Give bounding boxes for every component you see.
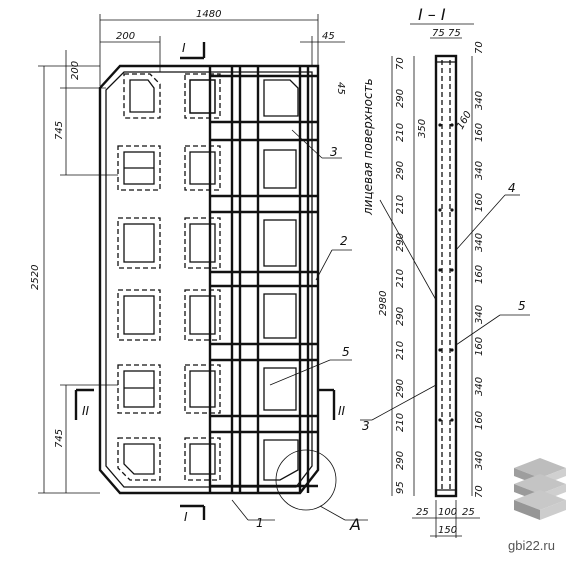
dim-right-12: 70	[474, 485, 485, 498]
panel-plan: A 3 2 5 1 I I II II 1480 200	[30, 9, 368, 534]
dim-left-10: 210	[395, 413, 406, 432]
callout-1: 1	[256, 516, 264, 530]
dim-left-5: 290	[395, 233, 406, 252]
callout-3-plan: 3	[330, 145, 338, 159]
dim-left-0: 70	[395, 57, 406, 70]
callout-4: 4	[508, 181, 516, 195]
dim-bottom-100: 100	[438, 507, 457, 518]
section-mark-top: I	[182, 41, 186, 55]
dim-left-6: 210	[395, 269, 406, 288]
section-outline	[434, 54, 458, 498]
section-view: I – I 2980 70 290 210 290 210 290	[360, 5, 530, 538]
dim-right-5: 340	[474, 233, 485, 252]
dim-overall-height: 2520	[30, 265, 41, 290]
dim-right-3: 340	[474, 161, 485, 180]
dim-overall-width: 1480	[196, 9, 221, 20]
section-mark-left: II	[82, 404, 90, 418]
dim-right-0: 70	[474, 41, 485, 54]
dim-right-6: 160	[474, 265, 485, 284]
dim-left-745-top: 745	[54, 121, 65, 140]
section-rebar	[438, 123, 454, 422]
dim-top-45: 45	[322, 31, 335, 42]
dim-left-1: 290	[395, 89, 406, 108]
dim-bottom-150: 150	[438, 525, 457, 536]
dim-inner-160: 160	[455, 109, 474, 131]
dim-left-12: 95	[395, 481, 406, 494]
dim-left-11: 290	[395, 451, 406, 470]
dim-top-75-a: 75	[432, 28, 445, 39]
callout-2: 2	[340, 234, 348, 248]
dim-left-4: 210	[395, 195, 406, 214]
dim-right-2: 160	[474, 123, 485, 142]
section-mark-right: II	[338, 404, 346, 418]
dim-inner-350: 350	[417, 119, 428, 138]
dim-top-75-b: 75	[448, 28, 461, 39]
surface-label: лицевая поверхность	[361, 78, 375, 216]
callout-3-section: 3	[362, 419, 370, 433]
callout-5-plan: 5	[342, 345, 350, 359]
callout-5-section: 5	[518, 299, 526, 313]
brand-logo	[514, 458, 566, 520]
reinforcement-grid	[189, 66, 318, 493]
section-title: I – I	[418, 5, 446, 24]
dim-right-7: 340	[474, 305, 485, 324]
watermark-text: gbi22.ru	[508, 538, 555, 553]
dim-left-200: 200	[70, 61, 81, 80]
dim-right-10: 160	[474, 411, 485, 430]
dim-right-8: 160	[474, 337, 485, 356]
dim-bottom-25-a: 25	[416, 507, 429, 518]
dim-left-3: 290	[395, 161, 406, 180]
dim-right-1: 340	[474, 91, 485, 110]
dim-right-45: 45	[335, 82, 346, 95]
dim-left-745-bottom: 745	[54, 429, 65, 448]
dim-right-11: 340	[474, 451, 485, 470]
dim-right-9: 340	[474, 377, 485, 396]
dim-left-9: 290	[395, 379, 406, 398]
dim-section-height: 2980	[378, 291, 389, 316]
dim-right-4: 160	[474, 193, 485, 212]
dim-top-200: 200	[116, 31, 135, 42]
dim-left-7: 290	[395, 307, 406, 326]
detail-mark-a: A	[349, 515, 361, 534]
detail-circle-a	[275, 449, 337, 511]
left-openings	[117, 73, 221, 481]
dim-bottom-25-b: 25	[462, 507, 475, 518]
section-mark-bottom: I	[184, 510, 188, 524]
dim-left-2: 210	[395, 123, 406, 142]
dim-left-8: 210	[395, 341, 406, 360]
